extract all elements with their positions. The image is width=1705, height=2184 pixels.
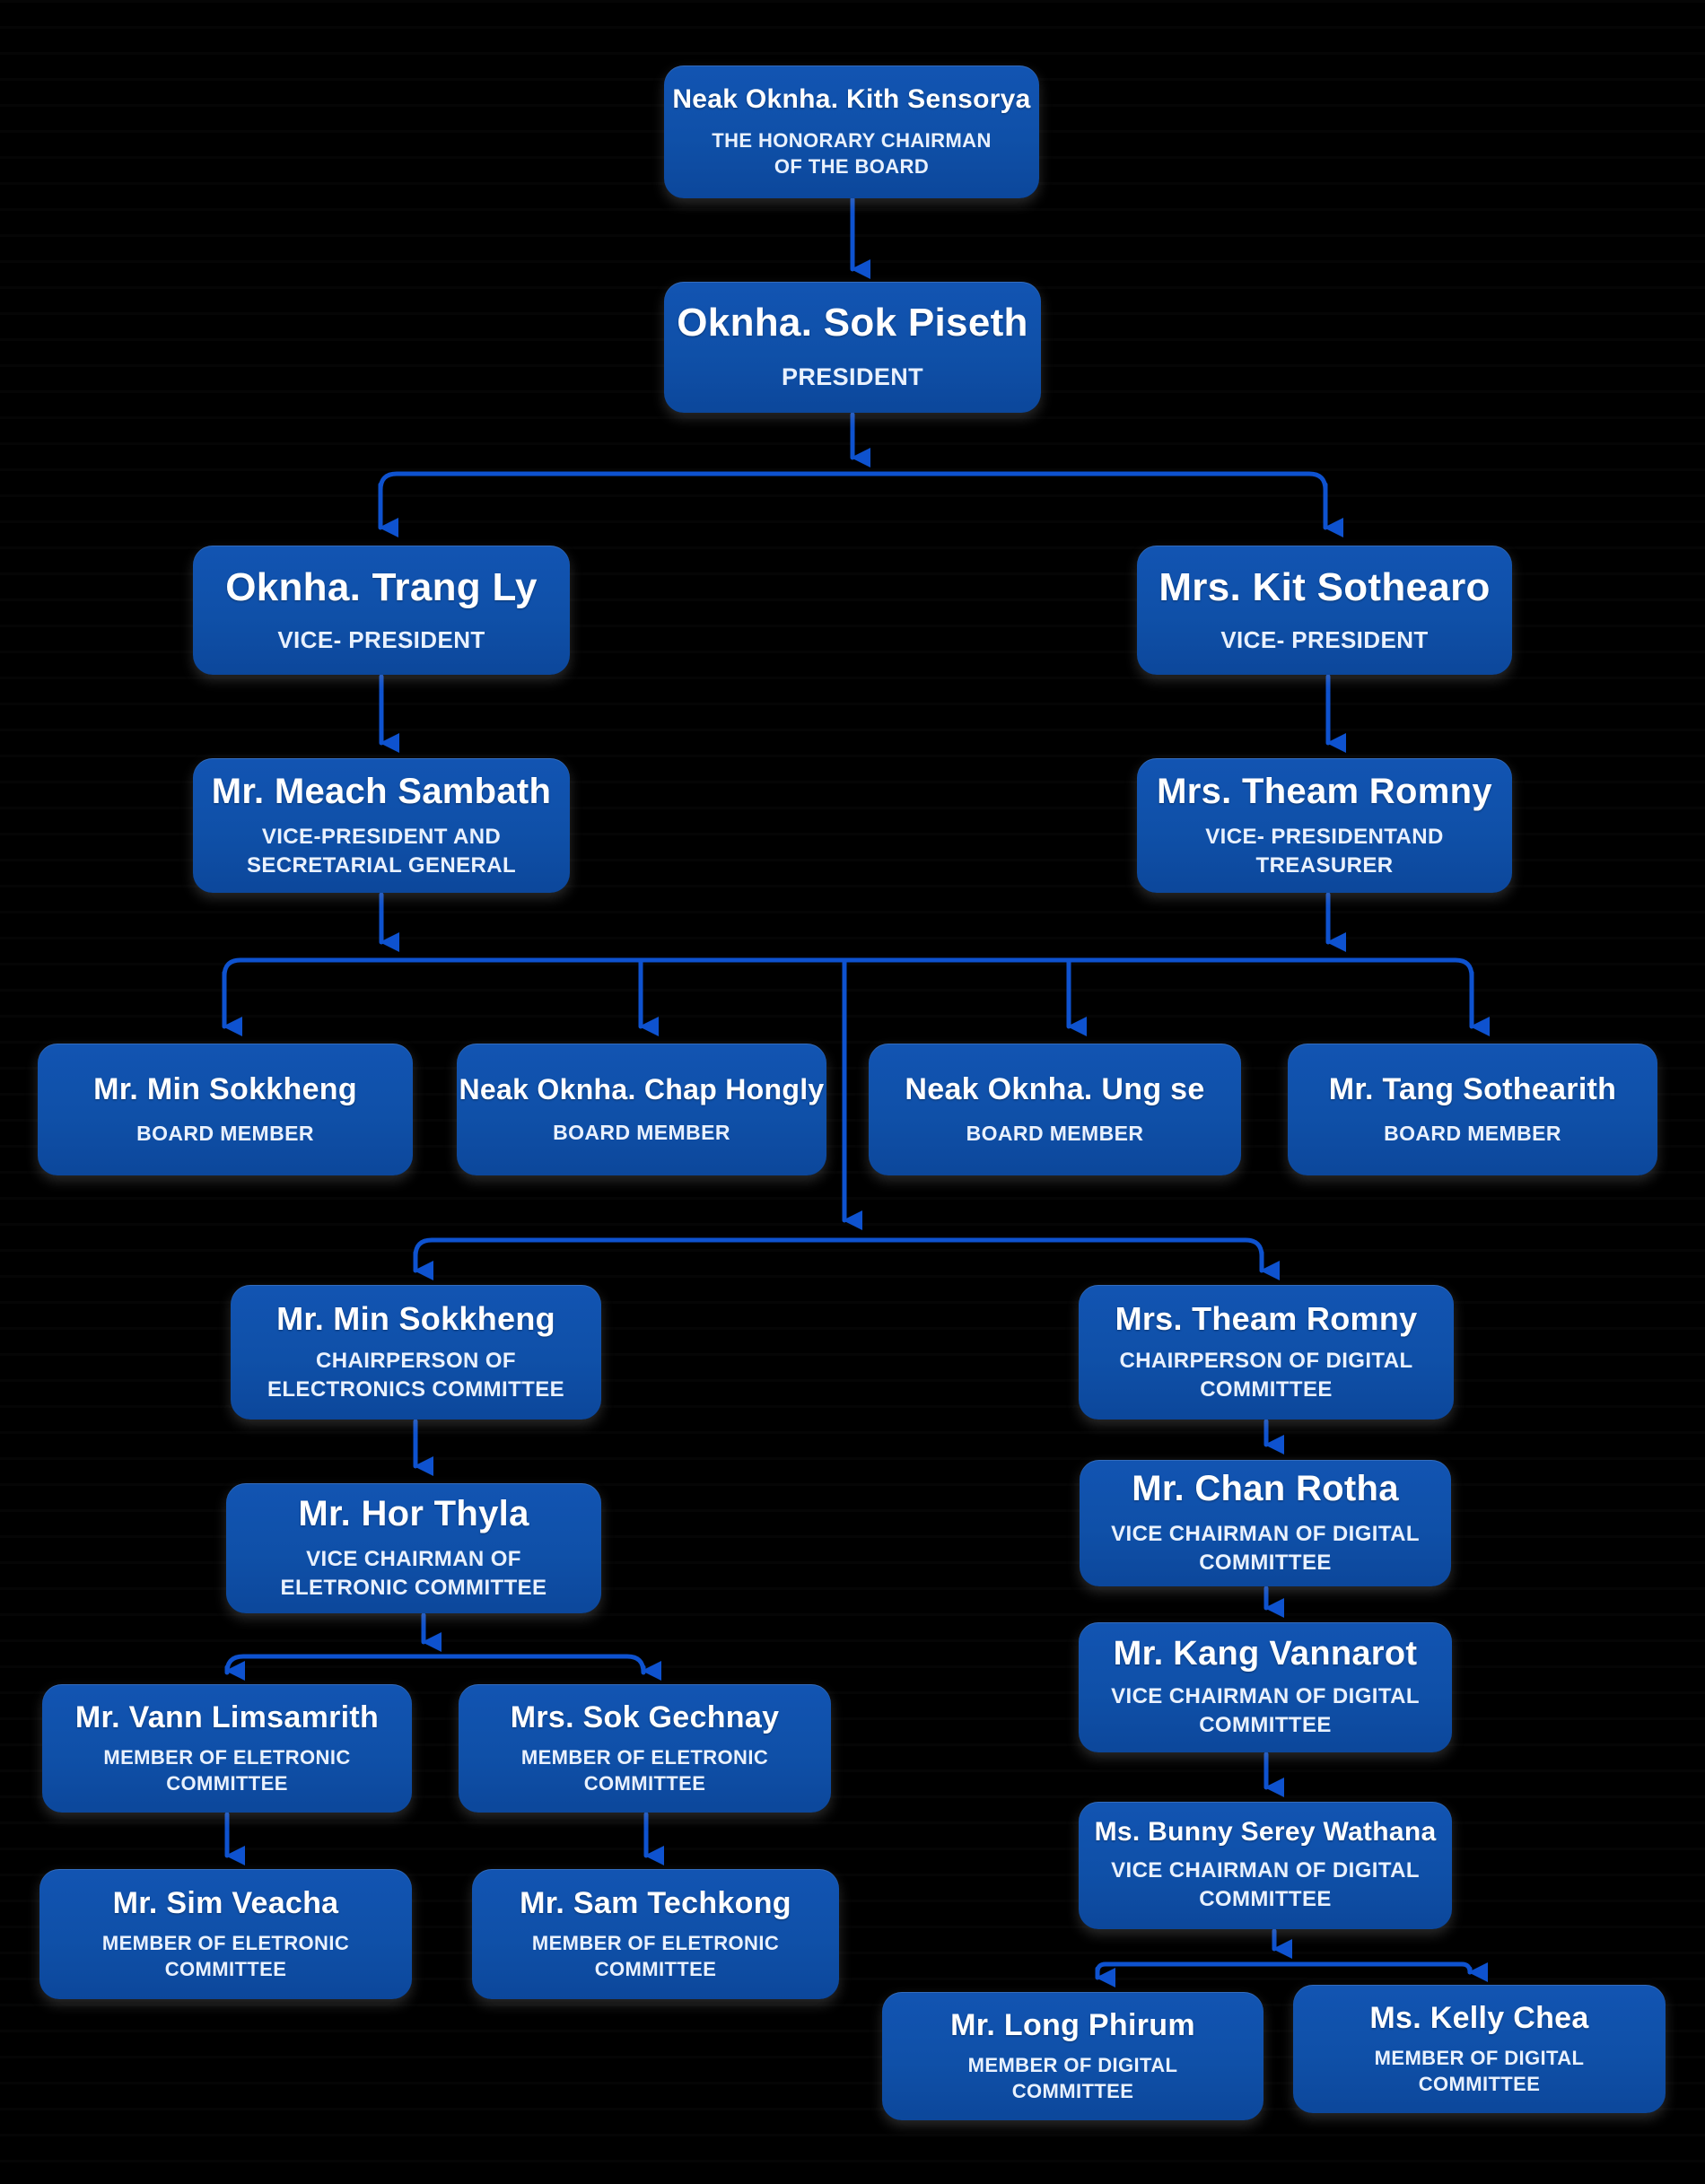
person-title: MEMBER OF ELETRONIC COMMITTEE (520, 1745, 769, 1795)
person-title: VICE CHAIRMAN OF DIGITAL COMMITTEE (1111, 1858, 1420, 1911)
person-title: VICE- PRESIDENTAND TREASURER (1205, 824, 1444, 878)
org-node-board-member-2: Neak Oknha. Chap Hongly BOARD MEMBER (457, 1044, 826, 1175)
person-name: Mrs. Theam Romny (1115, 1300, 1418, 1338)
person-name: Mr. Chan Rotha (1132, 1469, 1399, 1509)
person-title: MEMBER OF DIGITAL COMMITTEE (1374, 2046, 1585, 2095)
org-node-electronics-member-1: Mr. Vann Limsamrith MEMBER OF ELETRONIC … (42, 1684, 412, 1813)
person-name: Mr. Sam Techkong (520, 1885, 791, 1920)
org-node-board-member-1: Mr. Min Sokkheng BOARD MEMBER (38, 1044, 413, 1175)
org-node-board-member-3: Neak Oknha. Ung se BOARD MEMBER (869, 1044, 1241, 1175)
person-name: Neak Oknha. Ung se (905, 1071, 1205, 1106)
person-name: Ms. Bunny Serey Wathana (1094, 1817, 1437, 1848)
person-title: CHAIRPERSON OF DIGITAL COMMITTEE (1119, 1349, 1413, 1402)
org-node-electronics-chairperson: Mr. Min Sokkheng CHAIRPERSON OF ELECTRON… (231, 1285, 601, 1420)
person-title: MEMBER OF ELETRONIC COMMITTEE (531, 1931, 780, 1980)
person-name: Mr. Tang Sothearith (1328, 1071, 1617, 1106)
person-title: CHAIRPERSON OF ELECTRONICS COMMITTEE (267, 1349, 565, 1402)
org-node-vp-treasurer: Mrs. Theam Romny VICE- PRESIDENTAND TREA… (1137, 758, 1512, 893)
org-node-board-member-4: Mr. Tang Sothearith BOARD MEMBER (1288, 1044, 1657, 1175)
person-name: Mr. Long Phirum (950, 2007, 1195, 2042)
org-node-digital-member-1: Mr. Long Phirum MEMBER OF DIGITAL COMMIT… (882, 1992, 1263, 2120)
person-title: MEMBER OF ELETRONIC COMMITTEE (101, 1931, 350, 1980)
org-node-electronics-vice-chairman: Mr. Hor Thyla VICE CHAIRMAN OF ELETRONIC… (226, 1483, 601, 1613)
person-title: VICE- PRESIDENT (277, 625, 485, 653)
person-name: Mr. Vann Limsamrith (74, 1699, 380, 1734)
person-title: VICE CHAIRMAN OF ELETRONIC COMMITTEE (280, 1547, 547, 1600)
person-title: VICE CHAIRMAN OF DIGITAL COMMITTEE (1111, 1684, 1420, 1737)
person-name: Mr. Kang Vannarot (1113, 1635, 1418, 1673)
org-node-electronics-member-3: Mr. Sim Veacha MEMBER OF ELETRONIC COMMI… (39, 1869, 412, 1999)
person-name: Neak Oknha. Kith Sensorya (672, 83, 1031, 114)
person-name: Mr. Meach Sambath (211, 771, 552, 811)
person-name: Mrs. Sok Gechnay (510, 1699, 780, 1734)
org-node-electronics-member-4: Mr. Sam Techkong MEMBER OF ELETRONIC COM… (472, 1869, 839, 1999)
org-node-digital-vice-chairman-3: Ms. Bunny Serey Wathana VICE CHAIRMAN OF… (1079, 1802, 1452, 1929)
person-title: BOARD MEMBER (553, 1120, 730, 1144)
org-node-honorary-chairman: Neak Oknha. Kith Sensorya THE HONORARY C… (664, 66, 1039, 198)
org-node-vice-president-right: Mrs. Kit Sothearo VICE- PRESIDENT (1137, 546, 1512, 675)
org-node-digital-chairperson: Mrs. Theam Romny CHAIRPERSON OF DIGITAL … (1079, 1285, 1454, 1420)
person-title: VICE- PRESIDENT (1220, 625, 1429, 653)
person-title: VICE-PRESIDENT AND SECRETARIAL GENERAL (246, 824, 517, 878)
org-node-digital-vice-chairman-2: Mr. Kang Vannarot VICE CHAIRMAN OF DIGIT… (1079, 1622, 1452, 1752)
person-title: MEMBER OF ELETRONIC COMMITTEE (103, 1745, 351, 1795)
org-node-president: Oknha. Sok Piseth PRESIDENT (664, 282, 1041, 413)
org-node-digital-member-2: Ms. Kelly Chea MEMBER OF DIGITAL COMMITT… (1293, 1985, 1666, 2113)
person-title: BOARD MEMBER (966, 1121, 1144, 1145)
person-title: BOARD MEMBER (1384, 1121, 1561, 1145)
person-title: VICE CHAIRMAN OF DIGITAL COMMITTEE (1111, 1522, 1420, 1575)
org-node-electronics-member-2: Mrs. Sok Gechnay MEMBER OF ELETRONIC COM… (459, 1684, 831, 1813)
person-title: THE HONORARY CHAIRMAN OF THE BOARD (712, 128, 992, 178)
person-name: Mr. Min Sokkheng (93, 1071, 357, 1106)
person-title: BOARD MEMBER (136, 1121, 314, 1145)
person-name: Mrs. Kit Sothearo (1159, 564, 1491, 609)
person-name: Mr. Hor Thyla (298, 1494, 529, 1534)
person-name: Oknha. Trang Ly (225, 564, 538, 609)
org-node-vice-president-left: Oknha. Trang Ly VICE- PRESIDENT (193, 546, 570, 675)
person-title: MEMBER OF DIGITAL COMMITTEE (967, 2053, 1178, 2102)
person-title: PRESIDENT (781, 363, 924, 391)
person-name: Mrs. Theam Romny (1157, 771, 1492, 811)
person-name: Neak Oknha. Chap Hongly (459, 1072, 825, 1105)
person-name: Oknha. Sok Piseth (677, 301, 1028, 345)
person-name: Ms. Kelly Chea (1369, 2000, 1589, 2035)
org-node-vp-secretarial-general: Mr. Meach Sambath VICE-PRESIDENT AND SEC… (193, 758, 570, 893)
org-node-digital-vice-chairman-1: Mr. Chan Rotha VICE CHAIRMAN OF DIGITAL … (1080, 1460, 1451, 1586)
person-name: Mr. Min Sokkheng (276, 1300, 555, 1338)
person-name: Mr. Sim Veacha (112, 1885, 339, 1920)
